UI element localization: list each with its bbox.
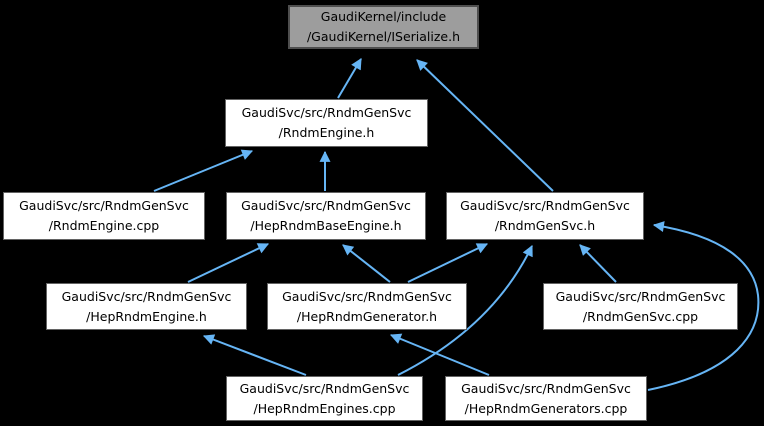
node-label-line1: GaudiSvc/src/RndmGenSvc (61, 288, 232, 304)
node-label-line2: /RndmGenSvc.cpp (582, 308, 699, 324)
node-rndmengine-cpp[interactable]: GaudiSvc/src/RndmGenSvc /RndmEngine.cpp (3, 192, 205, 240)
node-label-line2: /GaudiKernel/ISerialize.h (306, 29, 461, 44)
node-heprndmbaseengine-h[interactable]: GaudiSvc/src/RndmGenSvc /HepRndmBaseEngi… (226, 192, 426, 240)
node-gaudikernel-iserialize-h[interactable]: GaudiKernel/include /GaudiKernel/ISerial… (288, 5, 479, 49)
node-label-line1: GaudiSvc/src/RndmGenSvc (460, 198, 630, 213)
edge-rndmengine-cpp-to-rndmengine-h (153, 149, 254, 192)
node-label-line2: /HepRndmBaseEngine.h (250, 218, 402, 233)
node-label-line2: /HepRndmEngine.h (86, 308, 207, 324)
node-label-line1: GaudiSvc/src/RndmGenSvc (19, 198, 189, 213)
edge-heprndmgenerator-h-to-rndmgensvc-h (407, 243, 488, 283)
node-label-line1: GaudiSvc/src/RndmGenSvc (461, 380, 631, 396)
edge-heprndmgenerator-h-to-heprndmbaseengine-h (342, 244, 391, 283)
edge-heprndmengines-cpp-to-rndmgensvc-h (397, 245, 533, 376)
node-label-line2: /RndmEngine.cpp (48, 218, 160, 233)
node-rndmengine-h[interactable]: GaudiSvc/src/RndmGenSvc /RndmEngine.h (225, 99, 428, 147)
edge-heprndmgenerators-cpp-to-heprndmgenerator-h (389, 333, 490, 376)
edge-heprndmengines-cpp-to-heprndmengine-h (202, 334, 307, 376)
node-label-line2: /HepRndmGenerators.cpp (464, 400, 628, 416)
node-label-line1: GaudiSvc/src/RndmGenSvc (241, 198, 411, 213)
node-label-line2: /HepRndmEngines.cpp (253, 400, 396, 416)
node-heprndmgenerator-h[interactable]: GaudiSvc/src/RndmGenSvc /HepRndmGenerato… (267, 283, 467, 330)
edge-heprndmengine-h-to-heprndmbaseengine-h (187, 243, 269, 283)
node-label-line2: /HepRndmGenerator.h (296, 308, 438, 324)
node-rndmgensvc-h[interactable]: GaudiSvc/src/RndmGenSvc /RndmGenSvc.h (446, 192, 644, 240)
node-label-line2: /RndmEngine.h (278, 125, 375, 140)
node-label-line2: /RndmGenSvc.h (494, 218, 596, 233)
edge-rndmgensvc-cpp-to-rndmgensvc-h (579, 244, 617, 283)
node-heprndmgenerators-cpp[interactable]: GaudiSvc/src/RndmGenSvc /HepRndmGenerato… (445, 376, 647, 421)
node-label-line1: GaudiSvc/src/RndmGenSvc (239, 380, 410, 396)
node-label-line1: GaudiSvc/src/RndmGenSvc (282, 288, 452, 304)
node-heprndmengine-h[interactable]: GaudiSvc/src/RndmGenSvc /HepRndmEngine.h (46, 283, 247, 330)
node-label-line1: GaudiSvc/src/RndmGenSvc (241, 105, 412, 120)
node-label-line1: GaudiKernel/include (320, 9, 447, 24)
edge-rndmengine-h-to-iserialize-h (337, 58, 362, 99)
node-heprndmengines-cpp[interactable]: GaudiSvc/src/RndmGenSvc /HepRndmEngines.… (226, 376, 423, 421)
edge-rndmgensvc-h-to-iserialize-h (416, 59, 554, 192)
node-rndmgensvc-cpp[interactable]: GaudiSvc/src/RndmGenSvc /RndmGenSvc.cpp (543, 283, 738, 330)
edge-heprndmgenerators-cpp-to-rndmgensvc-h (647, 221, 760, 391)
node-label-line1: GaudiSvc/src/RndmGenSvc (555, 288, 726, 304)
